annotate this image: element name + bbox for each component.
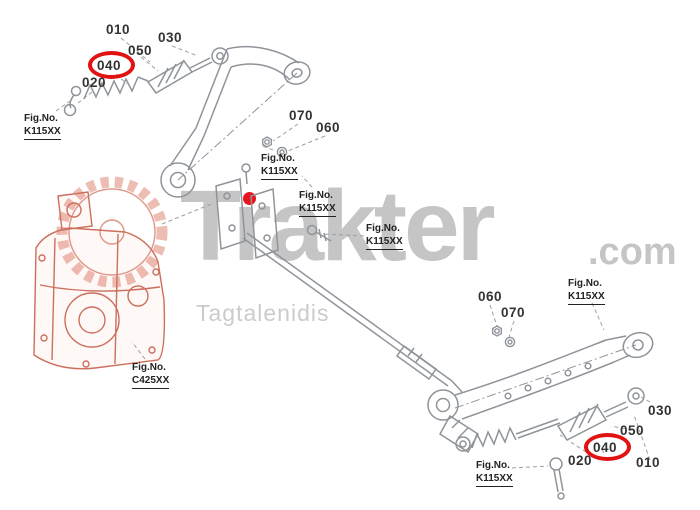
fig-label-code: K115XX <box>261 165 298 180</box>
brand-subtitle-watermark: Tagtalenidis <box>196 300 330 326</box>
fig-label-title: Fig.No. <box>24 113 58 124</box>
fig-label-code: K115XX <box>299 202 336 217</box>
highlight-ellipse-upper-040 <box>88 51 135 79</box>
lower-nut-washer-drawing <box>492 325 516 348</box>
fig-label-title: Fig.No. <box>568 278 602 289</box>
fig-label-title: Fig.No. <box>366 223 400 234</box>
transmission-case-drawing <box>33 191 166 370</box>
fig-label-title: Fig.No. <box>132 362 166 373</box>
leader-lines <box>55 37 651 469</box>
connecting-rod-drawing <box>242 232 463 393</box>
fig-label-lower-top: Fig.No. K115XX <box>568 277 605 305</box>
fig-label-upper-left: Fig.No. K115XX <box>24 112 61 140</box>
upper-nut-washer-drawing <box>262 136 288 158</box>
callout-upper-030[interactable]: 030 <box>158 30 183 45</box>
fig-label-code: K115XX <box>24 125 61 140</box>
fig-label-lower-bottom: Fig.No. K115XX <box>476 459 513 487</box>
fig-label-case: Fig.No. C425XX <box>132 361 170 389</box>
callout-upper-050[interactable]: 050 <box>128 43 153 58</box>
fig-label-code: K115XX <box>568 290 605 305</box>
fig-label-title: Fig.No. <box>261 153 295 164</box>
lower-lift-rod-drawing <box>455 387 645 452</box>
callout-lower-020[interactable]: 020 <box>568 453 593 468</box>
callout-upper-060[interactable]: 060 <box>316 120 341 135</box>
callout-lower-050[interactable]: 050 <box>620 423 645 438</box>
ball-stud-drawing <box>549 457 565 500</box>
fig-label-upper-mid-b: Fig.No. K115XX <box>299 189 336 217</box>
highlight-ellipse-lower-040 <box>584 433 631 461</box>
callout-lower-060[interactable]: 060 <box>478 289 503 304</box>
lower-link-arm-drawing <box>427 331 654 454</box>
callout-upper-070[interactable]: 070 <box>289 108 314 123</box>
upper-lift-arm-drawing <box>160 45 311 198</box>
callout-lower-030[interactable]: 030 <box>648 403 673 418</box>
mounting-brackets-drawing <box>215 163 332 260</box>
fig-label-title: Fig.No. <box>476 460 510 471</box>
callout-upper-010[interactable]: 010 <box>106 22 131 37</box>
fig-label-code: K115XX <box>366 235 403 250</box>
upper-lift-rod-drawing <box>63 47 229 117</box>
brand-watermark: Trakter <box>180 170 496 282</box>
fig-label-title: Fig.No. <box>299 190 333 201</box>
fig-label-upper-right: Fig.No. K115XX <box>366 222 403 250</box>
callout-upper-020[interactable]: 020 <box>82 75 107 90</box>
callout-lower-070[interactable]: 070 <box>501 305 526 320</box>
brand-tld-watermark: .com <box>588 231 677 273</box>
fig-label-code: C425XX <box>132 374 170 389</box>
fig-label-code: K115XX <box>476 472 513 487</box>
fig-label-upper-mid-a: Fig.No. K115XX <box>261 152 298 180</box>
callout-lower-010[interactable]: 010 <box>636 455 661 470</box>
